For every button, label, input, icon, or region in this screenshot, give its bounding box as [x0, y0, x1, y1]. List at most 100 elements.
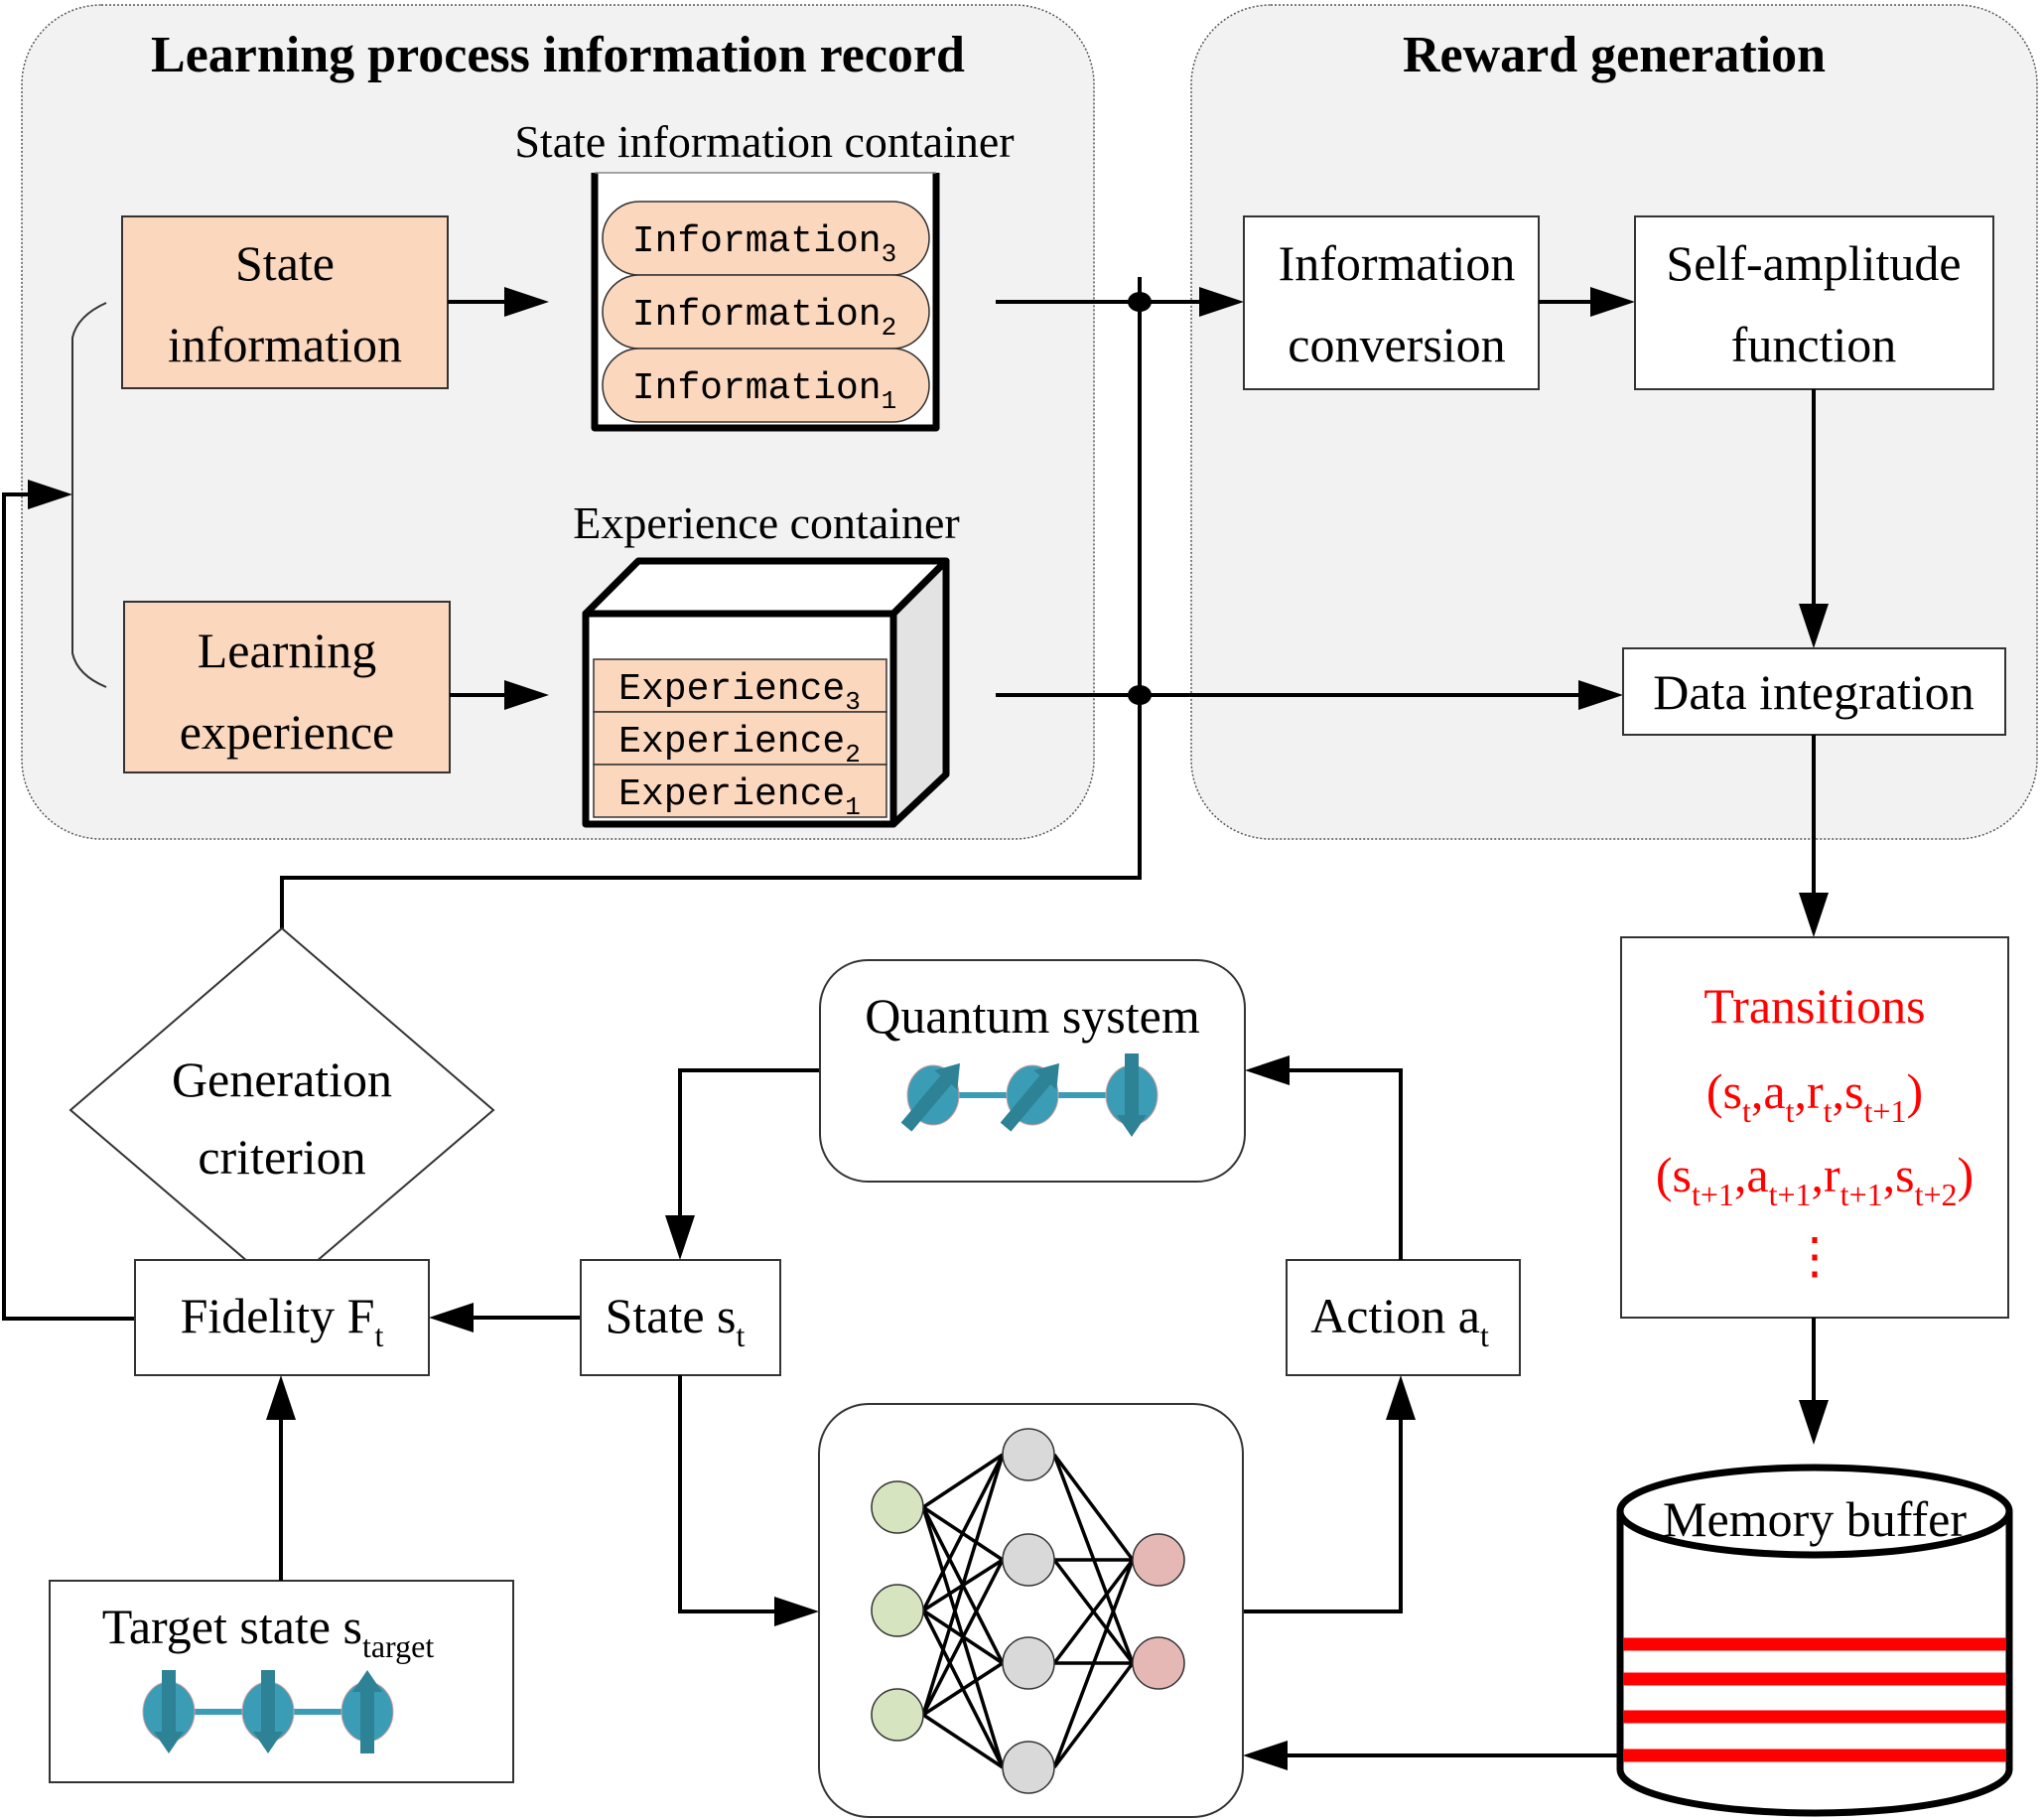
transitions-box[interactable]: Transitions (st,at,rt,st+1) (st+1,at+1,r…: [1620, 936, 2009, 1319]
fidelity-box[interactable]: Fidelity Ft: [134, 1259, 430, 1376]
state-to-network-arrow: [678, 1375, 819, 1626]
experience-item: Experience3: [593, 658, 887, 717]
nn-edge: [1052, 1453, 1135, 1562]
fidelity-feedback-connector: [2, 480, 135, 1321]
spin-down-icon: [241, 1670, 295, 1753]
learning-experience-line1: Learning: [198, 623, 376, 678]
reward-generation-panel: Reward generation: [1190, 4, 2038, 840]
output-node: [1132, 1636, 1185, 1690]
state-information-box[interactable]: State information: [121, 215, 449, 389]
information-item: Information1: [602, 348, 930, 423]
learning-experience-box[interactable]: Learning experience: [123, 601, 451, 773]
junction-connector: [280, 277, 1152, 973]
quantum-to-state-arrow: [665, 1068, 820, 1260]
hidden-node: [1002, 1741, 1055, 1794]
neural-network-box[interactable]: [818, 1403, 1244, 1818]
state-label: State st: [606, 1288, 746, 1353]
transitions-title: Transitions: [1703, 978, 1925, 1034]
experience-item-label: Experience1: [618, 773, 861, 822]
target-state-box[interactable]: Target state starget: [49, 1580, 514, 1783]
input-node: [871, 1584, 924, 1637]
transition-row-2: (st+1,at+1,rt+1,st+2): [1656, 1147, 1974, 1212]
spin-down-icon: [142, 1670, 196, 1753]
target-spin-chain: [142, 1670, 394, 1753]
learning-experience-line2: experience: [180, 704, 395, 760]
output-node: [1132, 1533, 1185, 1587]
state-box[interactable]: State st: [580, 1259, 781, 1376]
memory-buffer-label: Memory buffer: [1663, 1491, 1967, 1547]
fidelity-label: Fidelity Ft: [181, 1288, 384, 1353]
state-info-to-container-arrow: [448, 287, 549, 317]
self-amplitude-function-box[interactable]: Self-amplitude function: [1634, 215, 1994, 390]
information-item-label: Information2: [632, 294, 896, 343]
transitions-ellipsis: ⋮: [1790, 1228, 1839, 1284]
nn-edge: [1052, 1558, 1135, 1665]
information-conversion-box[interactable]: Information conversion: [1243, 215, 1540, 390]
generation-criterion-line1: Generation: [172, 1051, 392, 1107]
information-item: Information3: [602, 201, 930, 276]
state-information-line2: information: [168, 317, 402, 372]
nn-edge: [922, 1661, 1004, 1717]
nn-edge: [921, 1454, 1005, 1611]
generation-criterion-diamond[interactable]: Generation criterion: [68, 926, 495, 1293]
junction-dot-icon: [1128, 685, 1152, 705]
state-information-line1: State: [235, 235, 335, 291]
neural-network-nodes: [871, 1428, 1185, 1794]
action-label: Action at: [1310, 1288, 1489, 1353]
integration-to-transitions-arrow: [1799, 735, 1829, 937]
information-item-label: Information1: [632, 367, 896, 416]
action-box[interactable]: Action at: [1286, 1259, 1521, 1376]
conversion-to-amplitude-arrow: [1539, 287, 1635, 317]
experience-item: Experience2: [593, 711, 887, 770]
data-integration-box[interactable]: Data integration: [1622, 647, 2006, 736]
transition-row-1: (st,at,rt,st+1): [1706, 1063, 1923, 1129]
input-node: [871, 1688, 924, 1742]
self-amplitude-line2: function: [1731, 317, 1897, 372]
spin-down-icon: [1105, 1053, 1158, 1137]
experience-item-label: Experience2: [618, 721, 861, 770]
nn-edge: [1052, 1559, 1135, 1768]
experience-item: Experience1: [593, 764, 887, 822]
reward-generation-title: Reward generation: [1403, 27, 1826, 83]
spin-up-right-icon: [900, 1062, 960, 1132]
memory-buffer[interactable]: Memory buffer: [1616, 1464, 2013, 1817]
hidden-node: [1002, 1428, 1055, 1481]
hidden-node: [1002, 1533, 1055, 1587]
transitions-to-memory-arrow: [1799, 1318, 1829, 1445]
data-integration-label: Data integration: [1653, 664, 1975, 720]
quantum-system-box[interactable]: Quantum system: [819, 959, 1246, 1183]
input-node: [871, 1480, 924, 1534]
junction-dot-icon: [1128, 292, 1152, 312]
learning-record-title: Learning process information record: [151, 27, 965, 83]
memory-to-network-arrow: [1243, 1741, 1620, 1770]
spin-up-right-icon: [1000, 1062, 1059, 1132]
nn-edge: [921, 1454, 1005, 1716]
quantum-system-label: Quantum system: [865, 988, 1200, 1044]
information-item-label: Information3: [632, 220, 896, 269]
quantum-spin-chain: [900, 1053, 1158, 1137]
target-state-label: Target state starget: [102, 1599, 435, 1664]
experience-item-label: Experience3: [618, 668, 861, 717]
arrow-head-icon: [28, 480, 72, 509]
spin-up-icon: [340, 1670, 394, 1753]
learning-to-container-arrow: [450, 680, 549, 710]
information-conversion-line2: conversion: [1288, 317, 1505, 372]
neural-network-edges: [921, 1453, 1135, 1769]
container-to-junction-line-top: [996, 287, 1244, 317]
action-to-quantum-arrow: [1245, 1055, 1403, 1260]
hidden-node: [1002, 1636, 1055, 1690]
nn-edge: [1052, 1661, 1135, 1769]
amplitude-to-integration-arrow: [1799, 389, 1829, 648]
experience-container-title: Experience container: [573, 497, 960, 548]
state-to-fidelity-arrow: [429, 1303, 581, 1332]
information-conversion-line1: Information: [1279, 235, 1516, 291]
nn-edge: [922, 1453, 1004, 1509]
information-item: Information2: [602, 274, 930, 350]
generation-criterion-line2: criterion: [198, 1129, 365, 1185]
input-bracket: [71, 302, 107, 688]
state-container-title: State information container: [514, 116, 1014, 167]
